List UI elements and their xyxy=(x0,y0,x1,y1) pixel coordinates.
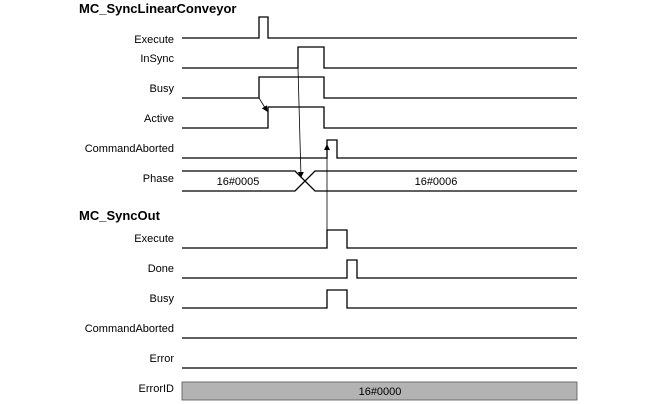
signal-label-slc-command-aborted: CommandAborted xyxy=(85,143,174,155)
waveform-so-execute xyxy=(182,229,577,249)
waveform-slc-busy xyxy=(182,76,577,99)
phase-value-after: 16#0006 xyxy=(415,176,458,188)
connector-execute-to-active xyxy=(258,97,268,112)
signal-label-slc-busy: Busy xyxy=(150,83,175,95)
waveform-slc-active xyxy=(182,106,577,129)
waveform-so-errorid xyxy=(181,381,578,401)
waveform-slc-insync xyxy=(182,46,577,69)
waveform-slc-execute xyxy=(182,16,577,39)
signal-label-slc-active: Active xyxy=(144,113,174,125)
signal-label-so-error: Error xyxy=(150,353,175,365)
waveform-slc-command-aborted xyxy=(182,139,577,159)
signal-label-slc-phase: Phase xyxy=(143,173,174,185)
signal-label-so-done: Done xyxy=(148,263,174,275)
signal-label-so-command-aborted: CommandAborted xyxy=(85,323,174,335)
signal-label-so-execute: Execute xyxy=(134,233,174,245)
waveform-slc-phase xyxy=(182,170,577,192)
waveform-so-busy xyxy=(182,289,577,309)
signal-label-so-busy: Busy xyxy=(150,293,175,305)
connector-insync-to-phase xyxy=(297,67,304,178)
signal-label-slc-execute: Execute xyxy=(134,34,174,46)
section-title-sync-linear-conveyor: MC_SyncLinearConveyor xyxy=(79,1,237,16)
signal-label-so-errorid: ErrorID xyxy=(139,383,175,395)
section-title-sync-out: MC_SyncOut xyxy=(79,208,161,223)
errorid-value: 16#0000 xyxy=(359,386,402,398)
signal-label-slc-insync: InSync xyxy=(140,53,174,65)
phase-value-before: 16#0005 xyxy=(217,176,260,188)
waveform-so-done xyxy=(182,259,577,279)
